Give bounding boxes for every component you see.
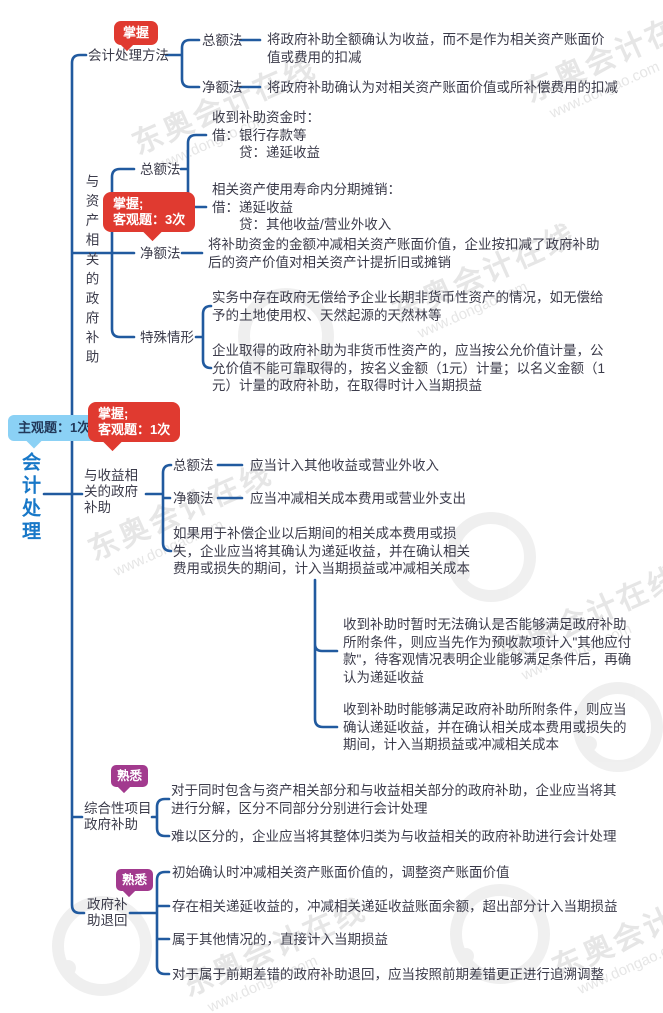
node-text-income-gross: 应当计入其他收益或营业外收入	[250, 458, 439, 473]
badge-subjective-count: 主观题：1次	[8, 415, 101, 441]
node-text-refund-other-cases: 属于其他情况的，直接计入当期损益	[172, 932, 388, 947]
node-label-income-gross: 总额法	[173, 458, 214, 473]
node-text-future-compensation: 如果用于补偿企业以后期间的相关成本费用或损 失，企业应当将其确认为递延收益，并在…	[173, 526, 470, 576]
node-text-split-parts: 对于同时包含与资产相关部分和与收益相关部分的政府补助，企业应当将其 进行分解，区…	[171, 783, 617, 816]
node-label-special-cases: 特殊情形	[140, 330, 194, 345]
node-text-income-net: 应当冲减相关成本费用或营业外支出	[250, 491, 466, 506]
badge-mastery-asset: 掌握; 客观题：3次	[103, 192, 196, 232]
branch-label-refund: 政府补 助退回	[87, 897, 128, 928]
badge-familiar-comprehensive: 熟悉	[111, 765, 149, 787]
node-text-receive-funds: 收到补助资金时： 借：银行存款等 贷：递延收益	[212, 110, 320, 160]
branch-label-income-related: 与收益相 关的政府 补助	[84, 468, 138, 515]
node-label-asset-gross: 总额法	[140, 162, 181, 177]
node-text-conditions-met: 收到补助时能够满足政府补助所附条件，则应当 确认递延收益，并在确认相关成本费用或…	[343, 702, 627, 752]
node-text-conditions-uncertain: 收到补助时暂时无法确认是否能够满足政府补助 所附条件，则应当先作为预收款项计入"…	[343, 617, 632, 685]
badge-mastery-methods: 掌握	[114, 21, 159, 45]
branch-label-asset-related: 与资产相关的政府补助	[83, 174, 99, 369]
node-text-refund-prior-error: 对于属于前期差错的政府补助退回，应当按照前期差错更正进行追溯调整	[172, 967, 604, 982]
node-text-asset-net: 将补助资金的金额冲减相关资产账面价值，企业按扣减了政府补助 后的资产价值对相关资…	[208, 237, 600, 270]
node-text-refund-deferred-income: 存在相关递延收益的，冲减相关递延收益账面余额，超出部分计入当期损益	[172, 899, 618, 914]
node-label-income-net: 净额法	[173, 491, 214, 506]
badge-mastery-income: 掌握; 客观题：1次	[88, 402, 181, 442]
branch-label-comprehensive: 综合性项目 政府补助	[84, 801, 152, 832]
node-text-special-practice: 实务中存在政府无偿给予企业长期非货币性资产的情况，如无偿给 予的土地使用权、天然…	[212, 290, 604, 323]
node-text-refund-adjust-asset: 初始确认时冲减相关资产账面价值的，调整资产账面价值	[172, 865, 510, 880]
branch-label-methods: 会计处理方法	[88, 48, 169, 63]
node-text-hard-to-split: 难以区分的，企业应当将其整体归类为与收益相关的政府补助进行会计处理	[171, 829, 617, 844]
node-label-asset-net: 净额法	[140, 246, 181, 261]
node-text-net-method: 将政府补助确认为对相关资产账面价值或所补偿费用的扣减	[267, 80, 618, 95]
node-text-amortization: 相关资产使用寿命内分期摊销： 借：递延收益 贷：其他收益/营业外收入	[212, 182, 401, 232]
root-node-label: 会计处理	[19, 452, 40, 544]
badge-familiar-refund: 熟悉	[116, 869, 154, 891]
node-label-gross-method: 总额法	[202, 33, 243, 48]
node-label-net-method: 净额法	[202, 80, 243, 95]
node-text-nonmonetary-assets: 企业取得的政府补助为非货币性资产的，应当按公允价值计量，公 允价值不能可靠取得的…	[212, 343, 606, 393]
node-text-gross-method: 将政府补助全额确认为收益，而不是作为相关资产账面价 值或费用的扣减	[267, 32, 605, 65]
